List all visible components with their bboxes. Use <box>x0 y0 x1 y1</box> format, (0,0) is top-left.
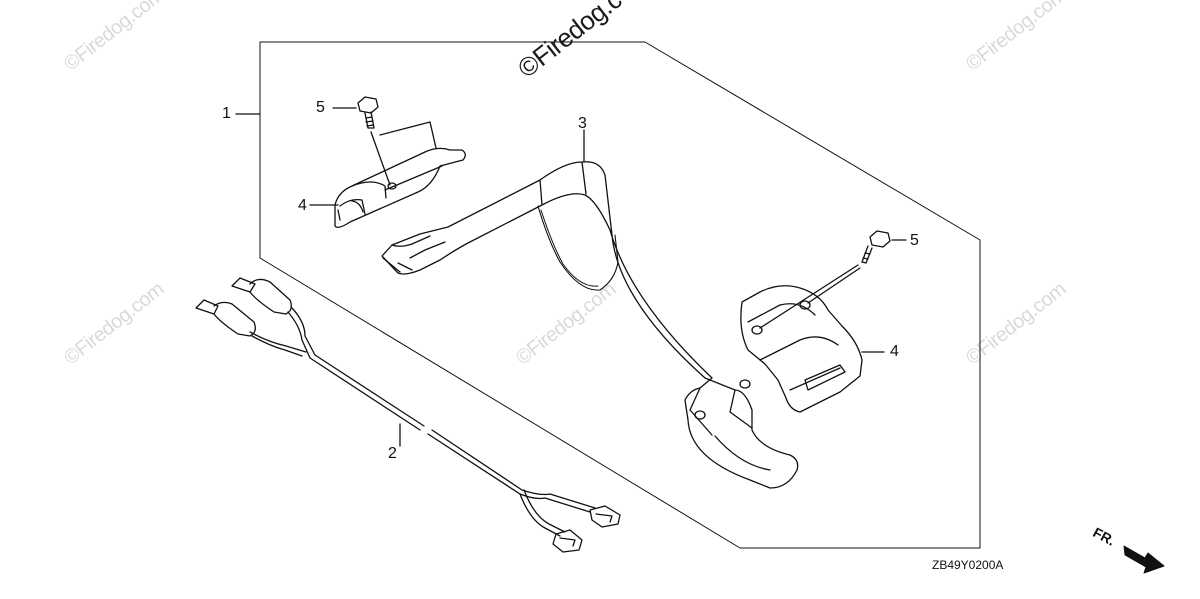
callout-3: 3 <box>578 115 587 132</box>
callout-5-right: 5 <box>910 232 919 249</box>
callout-4-right: 4 <box>890 343 899 360</box>
bolt-upper-left <box>332 96 379 129</box>
clamp-right <box>740 285 885 413</box>
kit-outline <box>259 41 981 549</box>
diagram-code: ZB49Y0200A <box>932 558 1004 572</box>
bracket-bar <box>381 129 799 489</box>
fr-arrow-icon <box>1123 545 1165 574</box>
clamp-upper-left <box>309 147 466 228</box>
callout-5-left: 5 <box>316 99 325 116</box>
wire-harness <box>195 277 621 553</box>
bolt-right <box>861 230 907 264</box>
callout-2: 2 <box>388 445 397 462</box>
wire-loop <box>537 205 619 291</box>
callout-1: 1 <box>222 105 231 122</box>
callout-4-left: 4 <box>298 197 307 214</box>
